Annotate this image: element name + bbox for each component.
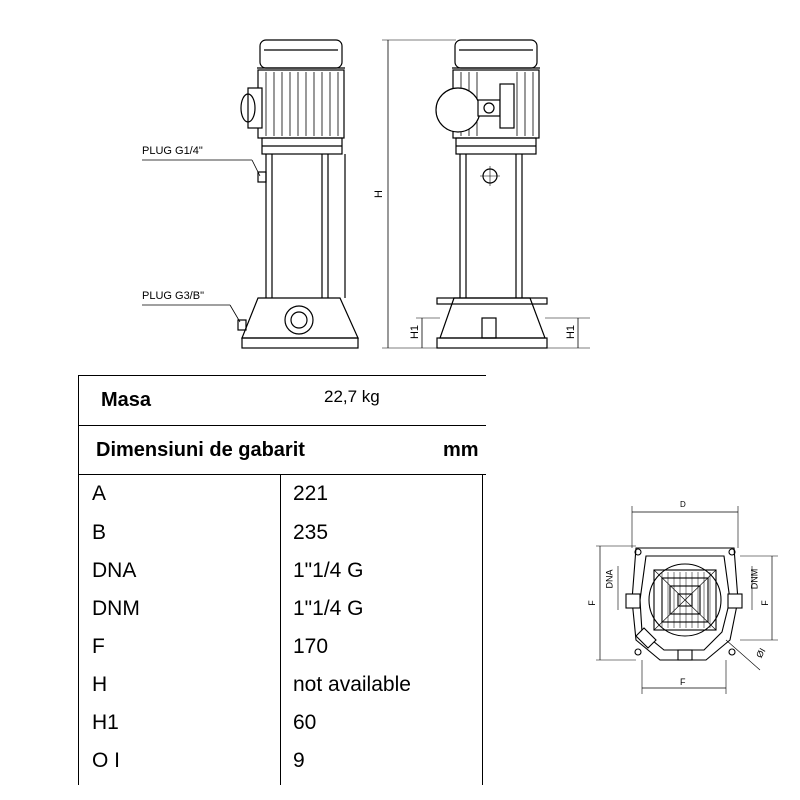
row-key: DNA xyxy=(92,559,137,582)
dimensions-label: Dimensiuni de gabarit xyxy=(96,439,305,461)
row-key: DNM xyxy=(92,597,140,620)
pump-front-view xyxy=(237,39,359,349)
h1-right-label: H1 xyxy=(565,324,578,340)
table-row: H not available xyxy=(78,673,486,711)
row-value: 60 xyxy=(293,711,317,734)
plan-dnm-label: DNM xyxy=(749,568,760,590)
row-value: 235 xyxy=(293,521,329,544)
row-value: 1"1/4 G xyxy=(293,559,364,582)
table-row: DNA 1"1/4 G xyxy=(78,559,486,597)
plan-oi-label: ØI xyxy=(754,646,768,660)
row-key: H1 xyxy=(92,711,119,734)
plan-dna-label: DNA xyxy=(604,569,615,589)
plan-f-right-label: F xyxy=(759,600,770,606)
row-value: 221 xyxy=(293,482,329,505)
row-value: 1"1/4 G xyxy=(293,597,364,620)
table-row: F 170 xyxy=(78,635,486,673)
pump-drawing xyxy=(142,39,590,349)
row-key: F xyxy=(92,635,105,658)
mass-value: 22,7 kg xyxy=(324,387,380,406)
pump-side-view xyxy=(435,39,548,349)
plan-f-bottom-label: F xyxy=(680,677,686,687)
dimensions-unit: mm xyxy=(443,439,479,461)
row-value: 9 xyxy=(293,749,305,772)
spec-table: Masa 22,7 kg Dimensiuni de gabarit mm A … xyxy=(78,375,486,785)
row-key: A xyxy=(92,482,107,505)
plug-top-label: PLUG G1/4" xyxy=(142,145,203,157)
plug-bottom-label: PLUG G3/B" xyxy=(142,290,204,302)
table-row: DNM 1"1/4 G xyxy=(78,597,486,635)
table-row: O I 9 xyxy=(78,749,486,787)
row-value: not available xyxy=(293,673,411,696)
table-row: H1 60 xyxy=(78,711,486,749)
plan-d-label: D xyxy=(680,500,686,509)
row-value: 170 xyxy=(293,635,329,658)
h-dimension-label: H xyxy=(372,190,385,198)
row-key: B xyxy=(92,521,107,544)
mass-label: Masa xyxy=(101,389,152,411)
row-key: H xyxy=(92,673,108,696)
plan-f-left-label: F xyxy=(586,600,597,606)
row-key: O I xyxy=(92,749,121,772)
h1-left-label: H1 xyxy=(409,324,422,340)
table-row: B 235 xyxy=(78,521,486,559)
table-row: A 221 xyxy=(78,482,486,520)
